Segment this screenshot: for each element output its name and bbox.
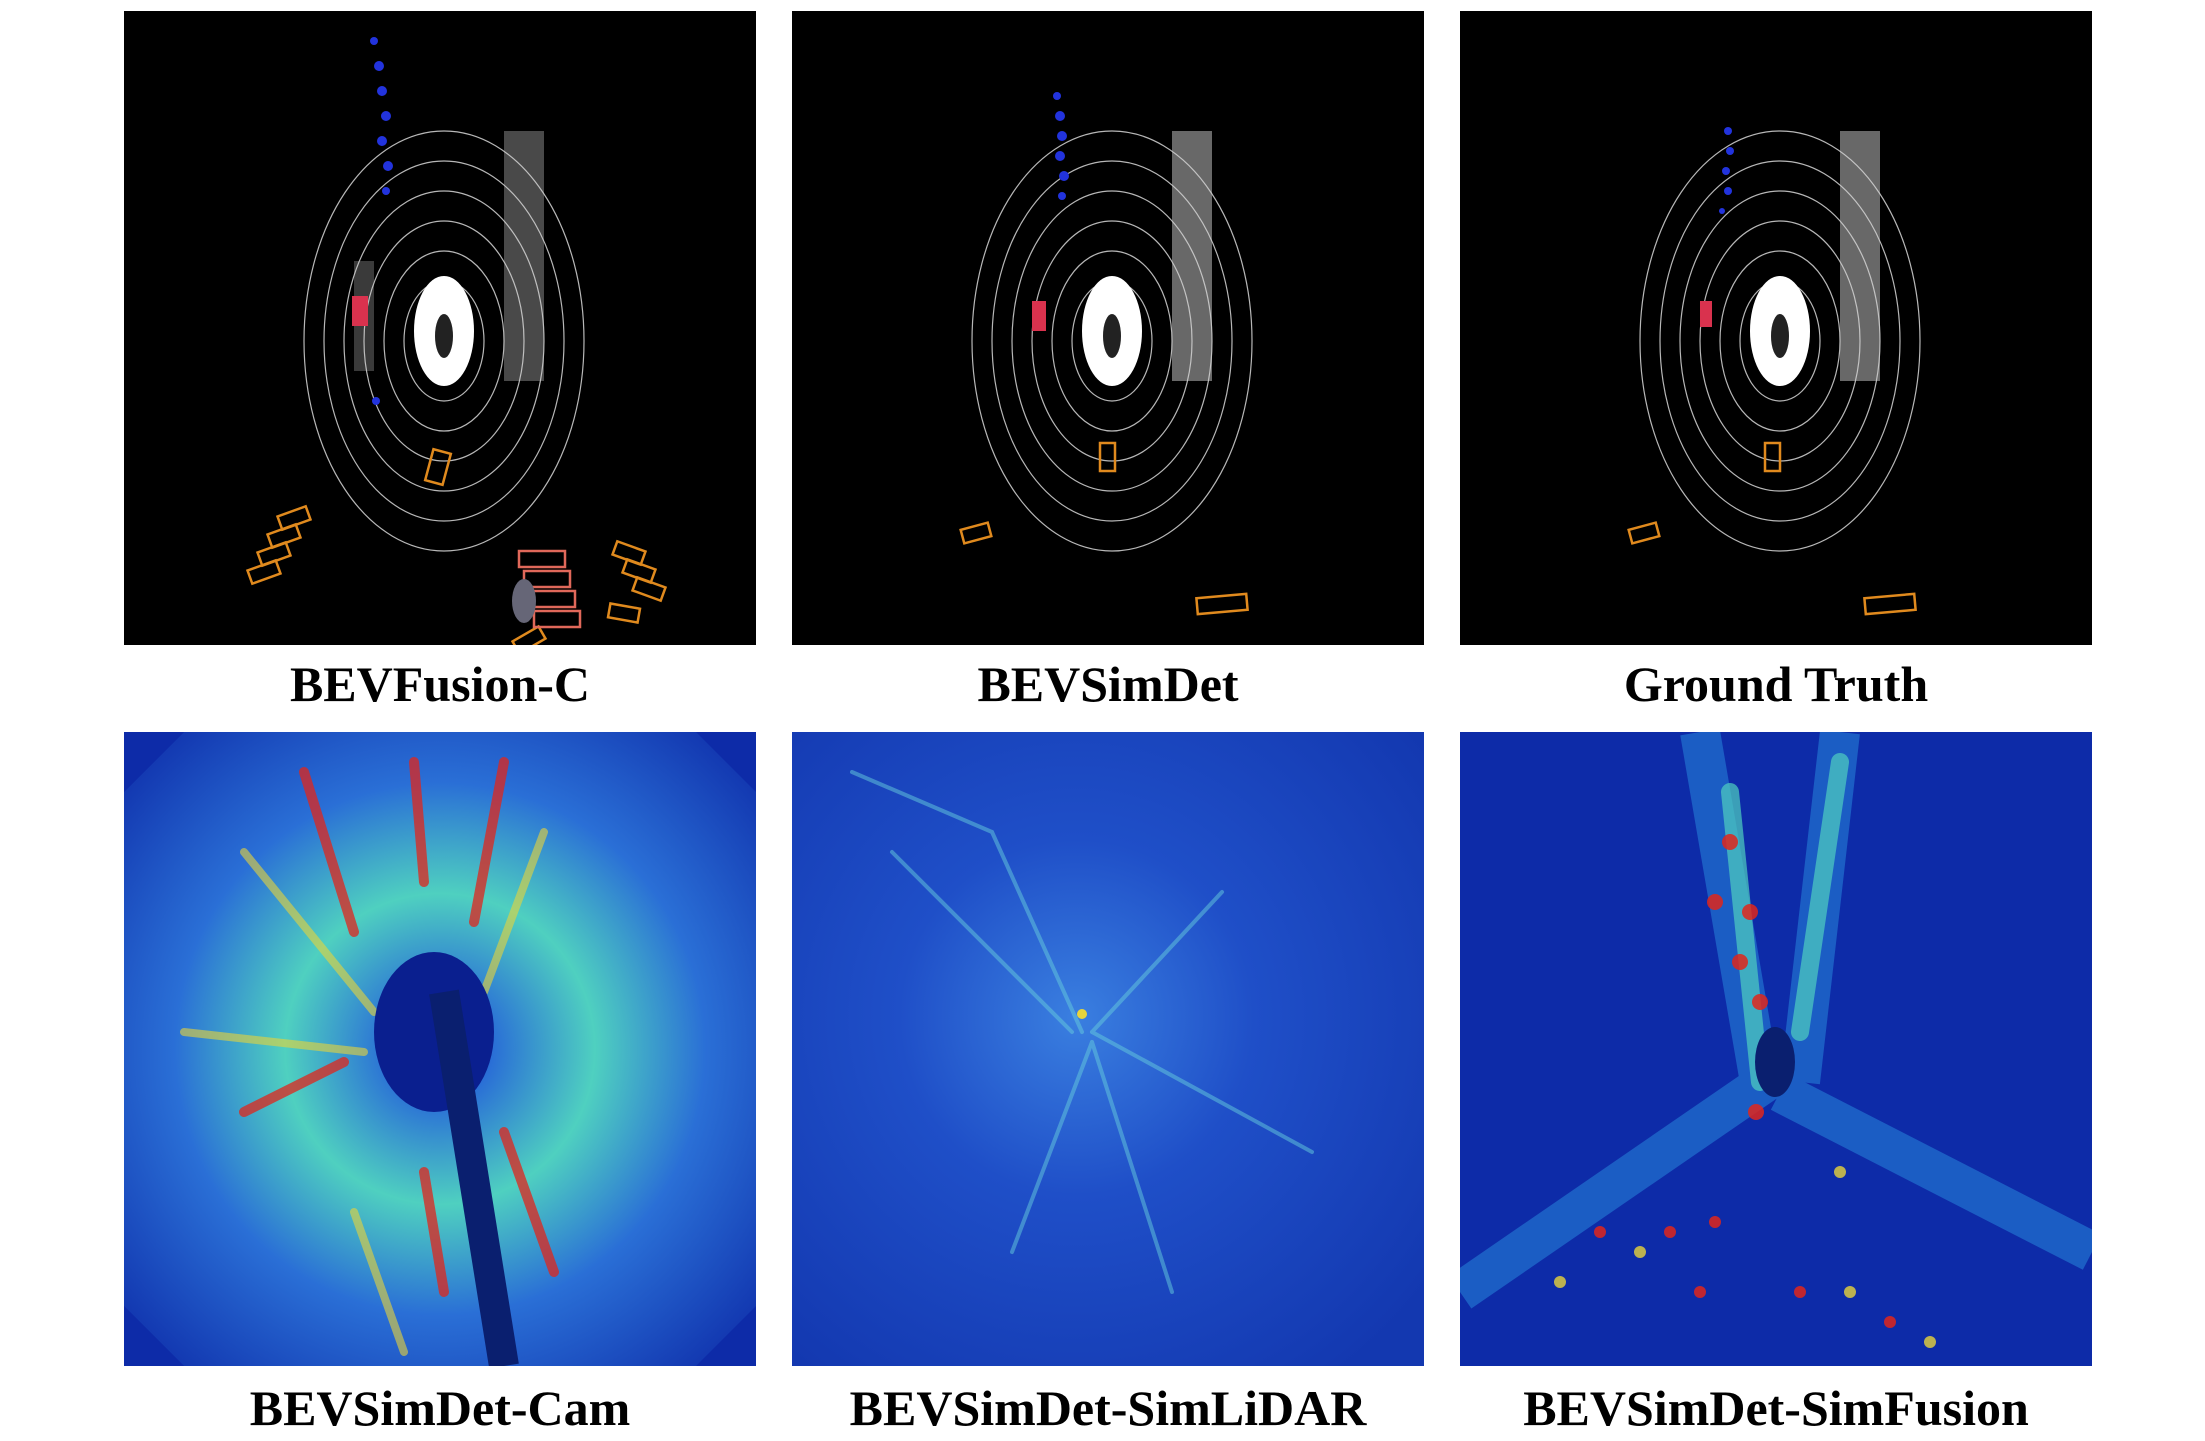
caption-bevsimdet-cam: BEVSimDet-Cam [249,1380,631,1436]
heatmap-bevsimdet-simlidar [792,732,1424,1366]
pointcloud-image [124,11,756,645]
pointcloud-bevsimdet [792,11,1424,645]
caption-ground-truth: Ground Truth [1623,656,1929,712]
pointcloud-image [792,11,1424,645]
pointcloud-image [1460,11,2092,645]
heatmap-image [792,732,1424,1366]
heatmap-image [1460,732,2092,1366]
pointcloud-ground-truth [1460,11,2092,645]
heatmap-bevsimdet-simfusion [1460,732,2092,1366]
caption-bevsimdet-simfusion: BEVSimDet-SimFusion [1523,1380,2029,1436]
caption-bevfusion-c: BEVFusion-C [289,656,591,712]
caption-bevsimdet: BEVSimDet [977,656,1239,712]
heatmap-bevsimdet-cam [124,732,756,1366]
heatmap-image [124,732,756,1366]
pointcloud-bevfusion-c [124,11,756,645]
caption-bevsimdet-simlidar: BEVSimDet-SimLiDAR [849,1380,1367,1436]
